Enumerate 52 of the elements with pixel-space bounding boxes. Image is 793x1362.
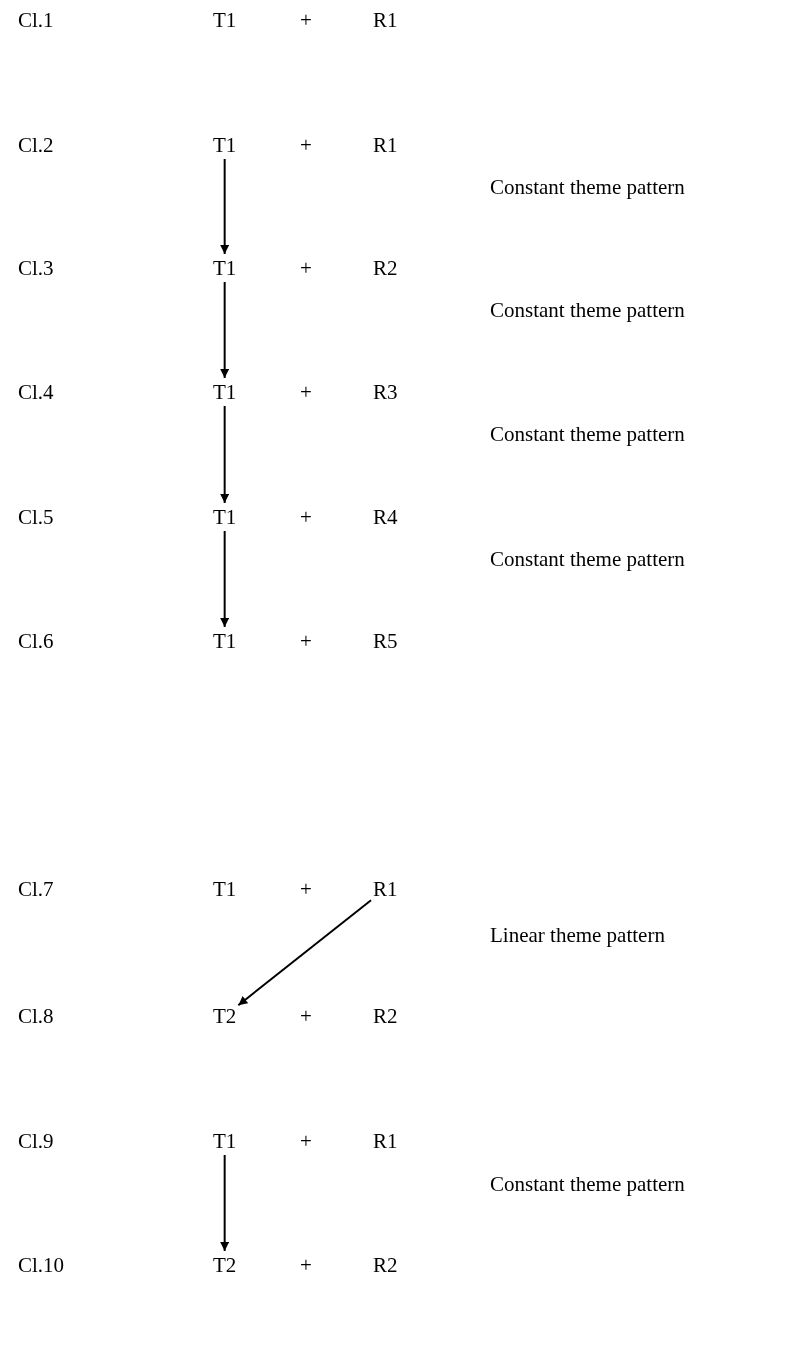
arrow	[237, 899, 372, 1007]
text-label: +	[300, 505, 312, 529]
text-label: Linear theme pattern	[490, 923, 665, 947]
text-label: R1	[373, 8, 398, 32]
node-label: R1	[373, 877, 398, 901]
text-label: Cl.2	[18, 133, 54, 157]
text-label: Constant theme pattern	[490, 298, 685, 322]
node-label: T1	[213, 505, 237, 529]
text-label: T1	[213, 877, 237, 901]
text-label: Cl.5	[18, 505, 54, 529]
text-label: Constant theme pattern	[490, 1172, 685, 1196]
text-label: +	[300, 256, 312, 280]
text-label: Constant theme pattern	[490, 422, 685, 446]
arrow	[220, 530, 230, 628]
text-label: +	[300, 1004, 312, 1028]
text-label: Cl.1	[18, 8, 54, 32]
node-label: T2	[213, 1004, 237, 1028]
text-label: Constant theme pattern	[490, 547, 685, 571]
text-label: R3	[373, 380, 398, 404]
node-label: T1	[213, 629, 237, 653]
text-label: Constant theme pattern	[490, 175, 685, 199]
text-label: +	[300, 629, 312, 653]
text-label: Cl.6	[18, 629, 54, 653]
node-label: T1	[213, 1129, 237, 1153]
text-label: Cl.8	[18, 1004, 54, 1028]
node-label: T1	[213, 380, 237, 404]
text-label: Cl.3	[18, 256, 54, 280]
node-label: T1	[213, 256, 237, 280]
text-label: R1	[373, 1129, 398, 1153]
arrow	[220, 158, 230, 255]
node-label: T1	[213, 133, 237, 157]
arrow	[220, 405, 230, 504]
text-label: +	[300, 380, 312, 404]
text-label: R2	[373, 256, 398, 280]
text-label: R4	[373, 505, 398, 529]
text-label: R2	[373, 1253, 398, 1277]
text-label: Cl.10	[18, 1253, 65, 1277]
text-label: +	[300, 877, 312, 901]
text-label: R1	[373, 133, 398, 157]
text-label: Cl.4	[18, 380, 54, 404]
text-label: +	[300, 1253, 312, 1277]
text-label: +	[300, 133, 312, 157]
text-label: +	[300, 1129, 312, 1153]
text-label: Cl.7	[18, 877, 54, 901]
text-label: T1	[213, 8, 237, 32]
arrow	[220, 281, 230, 379]
text-label: Cl.9	[18, 1129, 54, 1153]
arrow	[220, 1154, 230, 1252]
node-label: T2	[213, 1253, 237, 1277]
text-label: R5	[373, 629, 398, 653]
text-label: R2	[373, 1004, 398, 1028]
text-label: +	[300, 8, 312, 32]
